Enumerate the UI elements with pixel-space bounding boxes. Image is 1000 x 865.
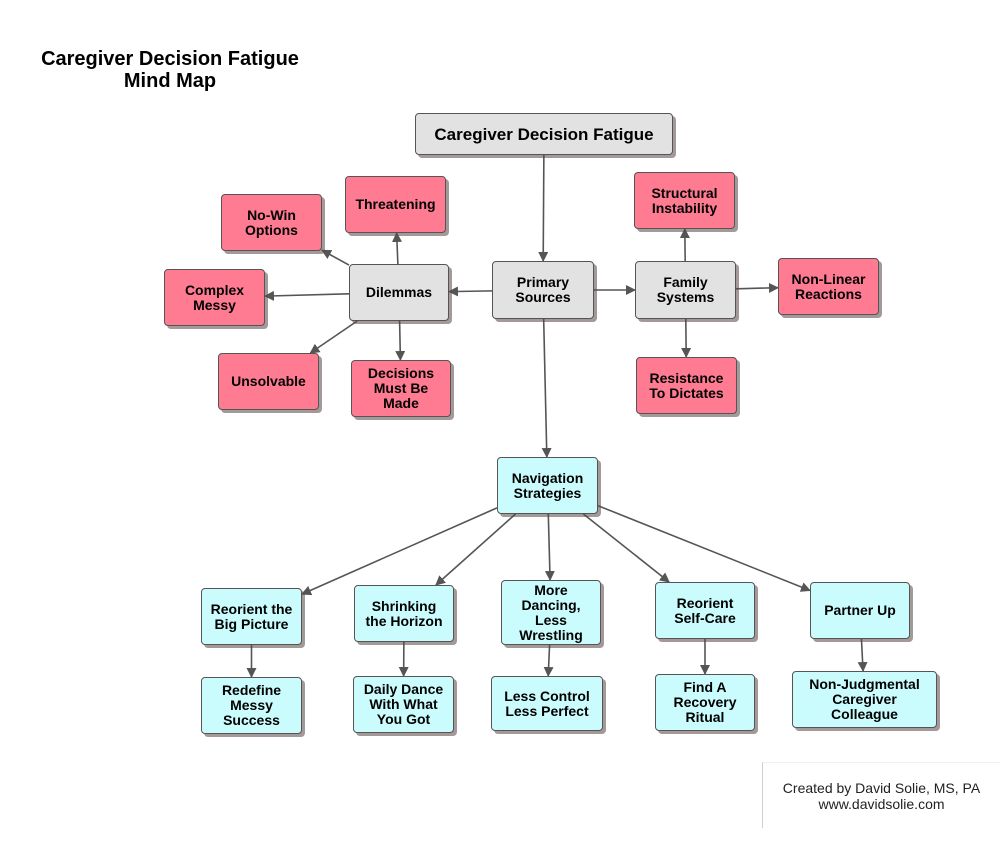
edge-primary-to-navigation — [541, 318, 552, 458]
node-root[interactable]: Caregiver Decision Fatigue — [415, 113, 673, 155]
edge-navigation-to-selfcare — [582, 513, 670, 583]
node-no-win-options[interactable]: No-Win Options — [221, 194, 322, 251]
credit-box: Created by David Solie, MS, PA www.david… — [762, 762, 1000, 828]
node-partner-up[interactable]: Partner Up — [810, 582, 910, 639]
node-resistance-to-dictates[interactable]: Resistance To Dictates — [636, 357, 737, 414]
edge-root-to-primary — [538, 154, 549, 262]
node-unsolvable[interactable]: Unsolvable — [218, 353, 319, 410]
edge-dilemmas-to-mustmade — [395, 320, 406, 361]
edge-dilemmas-to-nowin — [321, 249, 350, 266]
edge-family-to-nonlinear — [735, 282, 779, 293]
node-daily-dance[interactable]: Daily Dance With What You Got — [353, 676, 454, 733]
edge-dilemmas-to-unsolvable — [309, 320, 358, 354]
node-decisions-must-be-made[interactable]: Decisions Must Be Made — [351, 360, 451, 417]
node-dilemmas[interactable]: Dilemmas — [349, 264, 449, 321]
title-line-1: Caregiver Decision Fatigue — [41, 48, 299, 70]
edge-navigation-to-reorient — [301, 507, 498, 596]
node-reorient-big-picture[interactable]: Reorient the Big Picture — [201, 588, 302, 645]
edge-dilemmas-to-threatening — [391, 232, 402, 265]
edge-navigation-to-partner — [597, 504, 811, 592]
edge-navigation-to-dancing — [544, 513, 555, 581]
credit-website[interactable]: www.davidsolie.com — [818, 796, 945, 812]
node-more-dancing[interactable]: More Dancing, Less Wrestling — [501, 580, 601, 645]
node-navigation-strategies[interactable]: Navigation Strategies — [497, 457, 598, 514]
page-title: Caregiver Decision Fatigue Mind Map — [20, 48, 320, 92]
node-threatening[interactable]: Threatening — [345, 176, 446, 233]
credit-author: Created by David Solie, MS, PA — [782, 780, 981, 796]
edge-navigation-to-shrinking — [435, 513, 517, 586]
node-non-linear-reactions[interactable]: Non-Linear Reactions — [778, 258, 879, 315]
edge-primary-to-dilemmas — [448, 286, 493, 297]
edge-dilemmas-to-complex — [264, 290, 350, 301]
node-primary-sources[interactable]: Primary Sources — [492, 261, 594, 319]
edge-partner-to-colleague — [857, 638, 868, 672]
node-non-judgmental-colleague[interactable]: Non-Judgmental Caregiver Colleague — [792, 671, 937, 728]
node-structural-instability[interactable]: Structural Instability — [634, 172, 735, 229]
node-complex-messy[interactable]: Complex Messy — [164, 269, 265, 326]
title-line-2: Mind Map — [123, 70, 217, 92]
edge-dancing-to-lesscontrol — [543, 644, 554, 677]
node-shrinking-horizon[interactable]: Shrinking the Horizon — [354, 585, 454, 642]
node-reorient-self-care[interactable]: Reorient Self-Care — [655, 582, 755, 639]
node-redefine-messy-success[interactable]: Redefine Messy Success — [201, 677, 302, 734]
node-family-systems[interactable]: Family Systems — [635, 261, 736, 319]
node-less-control[interactable]: Less Control Less Perfect — [491, 676, 603, 731]
node-recovery-ritual[interactable]: Find A Recovery Ritual — [655, 674, 755, 731]
